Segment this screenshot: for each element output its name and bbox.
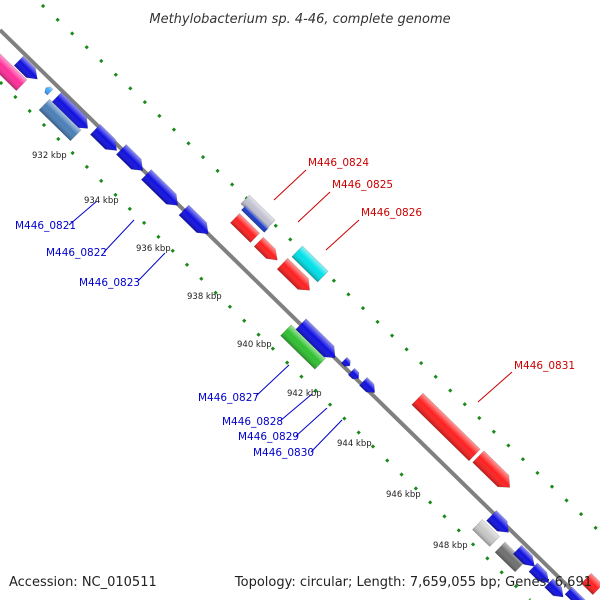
leader-line (279, 393, 313, 422)
genome-summary-label: Topology: circular; Length: 7,659,055 bp… (234, 575, 592, 590)
gene-label-M446_0825[interactable]: M446_0825 (332, 179, 393, 191)
gene-small-cyan (44, 86, 54, 96)
gene-label-M446_0824[interactable]: M446_0824 (308, 157, 369, 169)
gene-label-M446_0827[interactable]: M446_0827 (198, 392, 259, 404)
tick-label: 944 kbp (337, 439, 372, 449)
gene-blue-h (544, 578, 564, 598)
gene-blue-d (295, 318, 336, 359)
leader-line (103, 219, 135, 253)
tick-label: 940 kbp (237, 340, 272, 350)
gene-M446_0825 (241, 205, 269, 233)
leader-line (325, 219, 360, 251)
gene-blue-a (13, 55, 38, 80)
leader-line (273, 169, 307, 201)
gene-label-M446_0828[interactable]: M446_0828 (222, 416, 283, 428)
tick-label: 948 kbp (433, 541, 468, 551)
gene-label-M446_0829[interactable]: M446_0829 (238, 431, 299, 443)
label-leaders (68, 169, 513, 453)
gene-blue-c (178, 204, 209, 235)
leader-line (297, 191, 331, 223)
tick-label: 946 kbp (386, 490, 421, 500)
leader-line (68, 200, 98, 226)
gene-M446_0830 (359, 377, 376, 393)
labels: 932 kbp 934 kbp 936 kbp 938 kbp 940 kbp 942 k… (15, 151, 575, 551)
gene-M446_0829 (347, 367, 360, 380)
gene-blue-g (528, 562, 550, 584)
gene-M446_0821 (89, 124, 118, 151)
gene-blue-b (50, 91, 89, 129)
tick-label: 942 kbp (287, 389, 322, 399)
accession-label: Accession: NC_010511 (9, 575, 157, 590)
gene-label-M446_0826[interactable]: M446_0826 (361, 207, 422, 219)
leader-line (136, 252, 166, 283)
gene-pink (0, 52, 28, 92)
gene-blue-e (486, 510, 509, 533)
gene-red-a (230, 213, 260, 243)
gene-red-b (253, 236, 278, 261)
map-title: Methylobacterium sp. 4-46, complete geno… (149, 12, 450, 27)
leader-line (255, 364, 290, 397)
gene-blue-i (564, 586, 586, 600)
gene-label-M446_0831[interactable]: M446_0831 (514, 360, 575, 372)
gene-M446_0822 (115, 144, 144, 171)
gene-label-M446_0830[interactable]: M446_0830 (253, 447, 314, 459)
leader-line (310, 419, 343, 453)
gene-steelblue (38, 98, 82, 142)
gene-red-c (276, 257, 310, 291)
tick-label: 936 kbp (136, 244, 171, 254)
gene-gray-light (472, 519, 500, 547)
gene-M446_0828 (340, 356, 351, 367)
gene-M446_0827 (280, 324, 326, 370)
genome-backbone (0, 28, 584, 600)
gene-red-d (472, 450, 511, 488)
gene-track (0, 52, 600, 600)
gene-label-M446_0823[interactable]: M446_0823 (79, 277, 140, 289)
tick-label: 938 kbp (187, 292, 222, 302)
gene-label-M446_0822[interactable]: M446_0822 (46, 247, 107, 259)
gene-blue-f (512, 544, 535, 567)
gene-M446_0823 (140, 169, 179, 206)
leader-line (295, 407, 328, 437)
tick-label: 932 kbp (32, 151, 67, 161)
leader-line (477, 371, 513, 403)
gene-M446_0826 (291, 245, 329, 283)
tick-label: 934 kbp (84, 196, 119, 206)
gene-M446_0831 (411, 392, 481, 462)
gene-red-e (580, 572, 600, 596)
gene-label-M446_0821[interactable]: M446_0821 (15, 220, 76, 232)
